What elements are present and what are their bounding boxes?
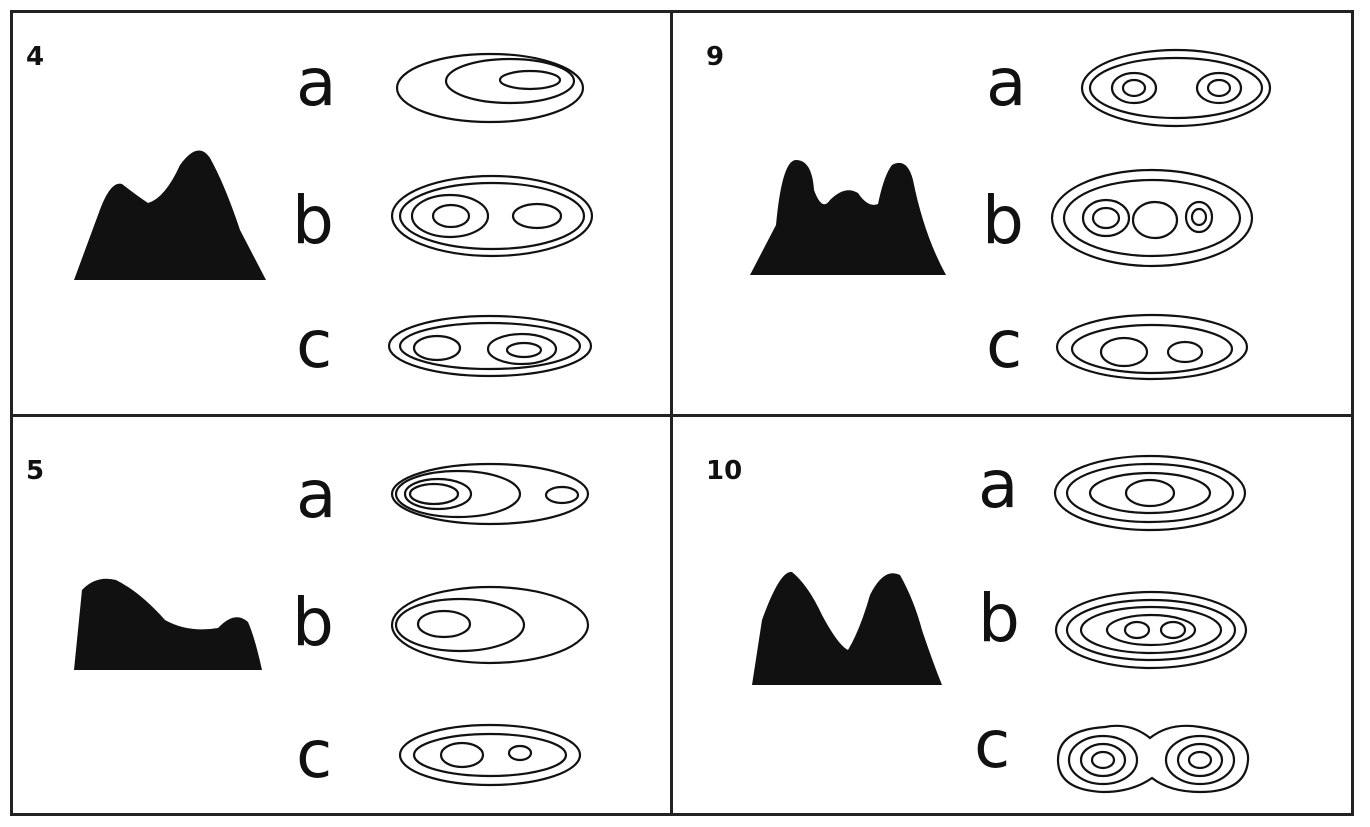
contour-map-a-icon[interactable]	[0, 0, 1272, 128]
option-b-label[interactable]: b	[978, 580, 1020, 657]
grid-divider-vertical	[670, 10, 673, 816]
option-c-label[interactable]: c	[296, 716, 333, 793]
mountain-profile-icon	[750, 160, 946, 275]
contour-map-b-icon[interactable]	[0, 0, 1248, 670]
contour-map-a-icon[interactable]	[0, 0, 1247, 532]
mountain-profile-icon	[752, 571, 942, 685]
option-c-label[interactable]: c	[296, 306, 333, 383]
option-b-label[interactable]: b	[292, 182, 334, 259]
panel-number: 10	[706, 456, 743, 486]
panel-number: 5	[26, 456, 45, 486]
option-a-label[interactable]: a	[986, 44, 1027, 121]
option-c-label[interactable]: c	[986, 306, 1023, 383]
mountain-profile-icon	[74, 150, 266, 280]
contour-map-a-icon[interactable]	[0, 0, 585, 124]
contour-map-c-icon[interactable]	[0, 0, 582, 787]
option-c-label[interactable]: c	[974, 706, 1011, 783]
option-a-label[interactable]: a	[296, 44, 337, 121]
panel-number: 4	[26, 42, 45, 72]
option-a-label[interactable]: a	[978, 446, 1019, 523]
mountain-profile-icon	[74, 578, 262, 670]
grid-divider-horizontal	[10, 414, 1354, 417]
contour-map-b-icon[interactable]	[0, 0, 590, 665]
contour-map-c-icon[interactable]	[0, 0, 593, 378]
contour-map-c-icon[interactable]	[0, 0, 1250, 794]
contour-map-b-icon[interactable]	[0, 0, 1254, 268]
quiz-grid	[10, 10, 1354, 816]
option-b-label[interactable]: b	[292, 584, 334, 661]
contour-map-c-icon[interactable]	[0, 0, 1249, 381]
contour-map-b-icon[interactable]	[0, 0, 594, 258]
option-b-label[interactable]: b	[982, 182, 1024, 259]
option-a-label[interactable]: a	[296, 456, 337, 533]
contour-map-a-icon[interactable]	[0, 0, 590, 526]
panel-number: 9	[706, 42, 725, 72]
